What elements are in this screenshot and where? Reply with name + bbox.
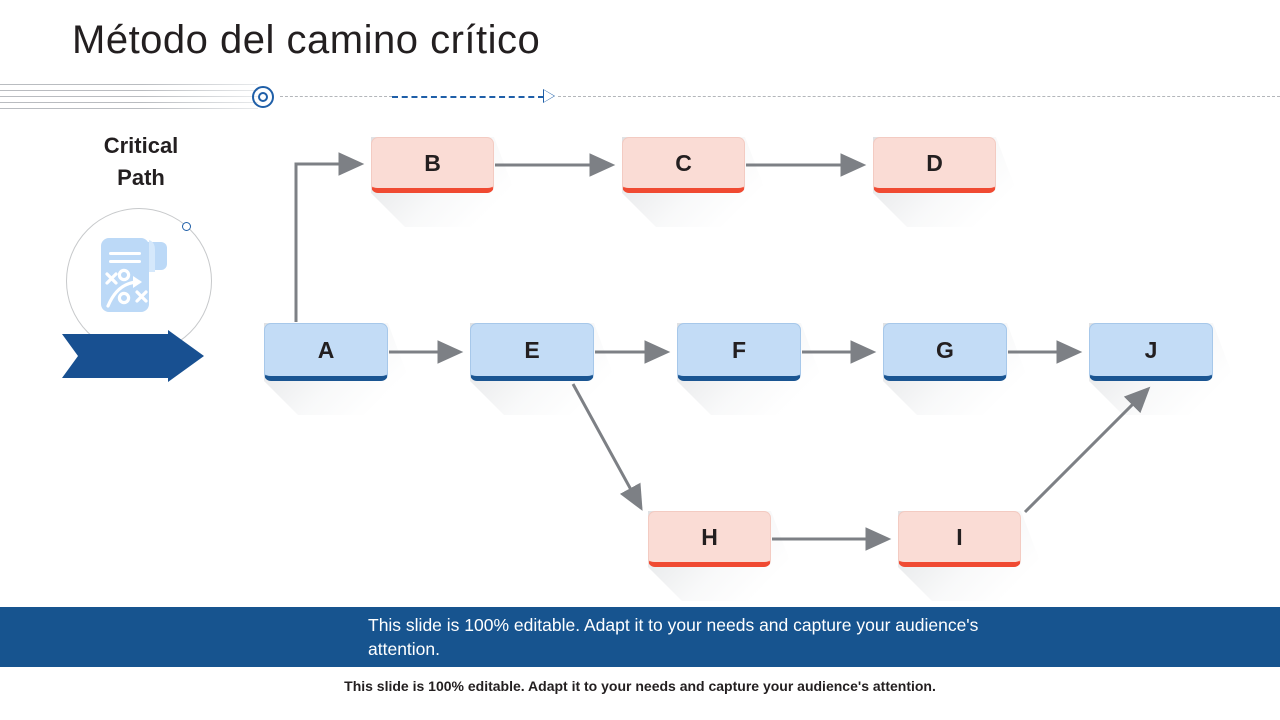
node-label: F <box>731 336 747 363</box>
critical-path-heading-line2: Path <box>117 164 165 190</box>
bottom-banner: ›››› <box>0 607 1280 667</box>
dashed-line-left <box>280 96 392 97</box>
diagram-node-g[interactable]: G <box>883 323 1007 381</box>
node-label: D <box>926 149 943 176</box>
strategy-playbook-icon <box>101 238 167 312</box>
diagram-node-i[interactable]: I <box>898 511 1021 567</box>
diagram-node-a[interactable]: A <box>264 323 388 381</box>
diagram-node-h[interactable]: H <box>648 511 771 567</box>
dashed-line-right <box>558 96 1280 97</box>
diagram-node-b[interactable]: B <box>371 137 494 193</box>
forward-arrow <box>62 330 204 382</box>
dashed-line-accent <box>392 96 544 98</box>
edge-a-b <box>294 152 365 322</box>
node-label: H <box>701 523 718 550</box>
edge-i-j <box>1023 386 1151 514</box>
circle-marker-dot-icon <box>182 222 191 231</box>
dashed-arrow-inner-icon <box>544 90 554 102</box>
node-label: I <box>956 523 963 550</box>
node-label: A <box>317 336 335 363</box>
node-label: B <box>424 149 441 176</box>
banner-text: This slide is 100% editable. Adapt it to… <box>368 615 979 659</box>
edge-e-h <box>571 383 643 511</box>
diagram-node-d[interactable]: D <box>873 137 996 193</box>
node-label: J <box>1144 336 1158 363</box>
diagram-node-f[interactable]: F <box>677 323 801 381</box>
node-label: G <box>936 336 954 363</box>
decorative-rule-lines <box>0 84 258 114</box>
target-ring-icon <box>252 86 274 108</box>
critical-path-heading-line1: Critical <box>103 133 179 158</box>
page-title: Método del camino crítico <box>72 18 541 62</box>
diagram-node-j[interactable]: J <box>1089 323 1213 381</box>
diagram-node-c[interactable]: C <box>622 137 745 193</box>
diagram-node-e[interactable]: E <box>470 323 594 381</box>
node-label: E <box>524 336 540 363</box>
critical-path-heading: Critical Path <box>52 130 230 194</box>
node-label: C <box>675 149 692 176</box>
footer-note: This slide is 100% editable. Adapt it to… <box>344 678 936 694</box>
